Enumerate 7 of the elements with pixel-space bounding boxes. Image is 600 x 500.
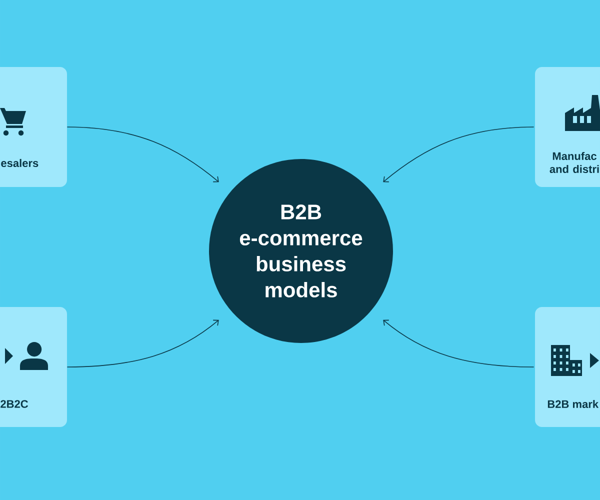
model-box: Manufac and distri (535, 67, 600, 187)
arrow (66, 126, 219, 182)
arrow (66, 320, 219, 368)
arrow (383, 320, 534, 368)
model-box: esalers (0, 67, 67, 187)
arrow (383, 126, 534, 182)
model-box: 2B2C (0, 307, 67, 427)
